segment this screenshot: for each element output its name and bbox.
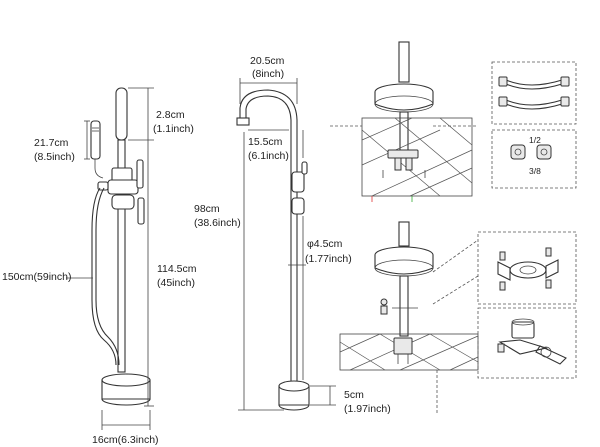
installation-detail-bottom xyxy=(339,221,479,414)
fitting-size-top-label: 1/2 xyxy=(529,135,541,145)
middle-dimension-lines xyxy=(238,78,336,411)
wrench-install-box xyxy=(477,307,577,379)
handshower-length-inch-label: (8.5inch) xyxy=(34,151,75,163)
adapter-fittings-box xyxy=(491,129,577,189)
spout-width-inch-label: (8inch) xyxy=(252,68,284,80)
mounting-bracket-box xyxy=(477,231,577,305)
handshower-length-cm-label: 21.7cm xyxy=(34,137,69,149)
stand-height-cm-label: 114.5cm xyxy=(157,263,197,275)
spout-reach-cm-label: 15.5cm xyxy=(248,136,283,148)
base-diameter-label: 16cm(6.3inch) xyxy=(92,434,159,446)
spout-width-cm-label: 20.5cm xyxy=(250,55,285,67)
head-top-inch-label: (1.1inch) xyxy=(153,123,194,135)
total-height-inch-label: (38.6inch) xyxy=(194,217,241,229)
base-height-inch-label: (1.97inch) xyxy=(344,403,391,415)
total-height-cm-label: 98cm xyxy=(194,203,220,215)
fitting-size-bottom-label: 3/8 xyxy=(529,166,541,176)
hose-length-label: 150cm(59inch) xyxy=(2,271,71,283)
hose-kit-box xyxy=(491,61,577,125)
handshower-faucet-drawing xyxy=(90,87,151,406)
pipe-diameter-cm-label: φ4.5cm xyxy=(307,238,343,250)
spout-reach-inch-label: (6.1inch) xyxy=(248,150,289,162)
base-height-cm-label: 5cm xyxy=(344,389,364,401)
stand-height-inch-label: (45inch) xyxy=(157,277,195,289)
gooseneck-faucet-drawing xyxy=(236,89,310,411)
head-top-cm-label: 2.8cm xyxy=(156,109,185,121)
left-dimension-lines xyxy=(66,87,154,430)
installation-detail-top xyxy=(330,41,476,202)
pipe-diameter-inch-label: (1.77inch) xyxy=(305,253,352,265)
